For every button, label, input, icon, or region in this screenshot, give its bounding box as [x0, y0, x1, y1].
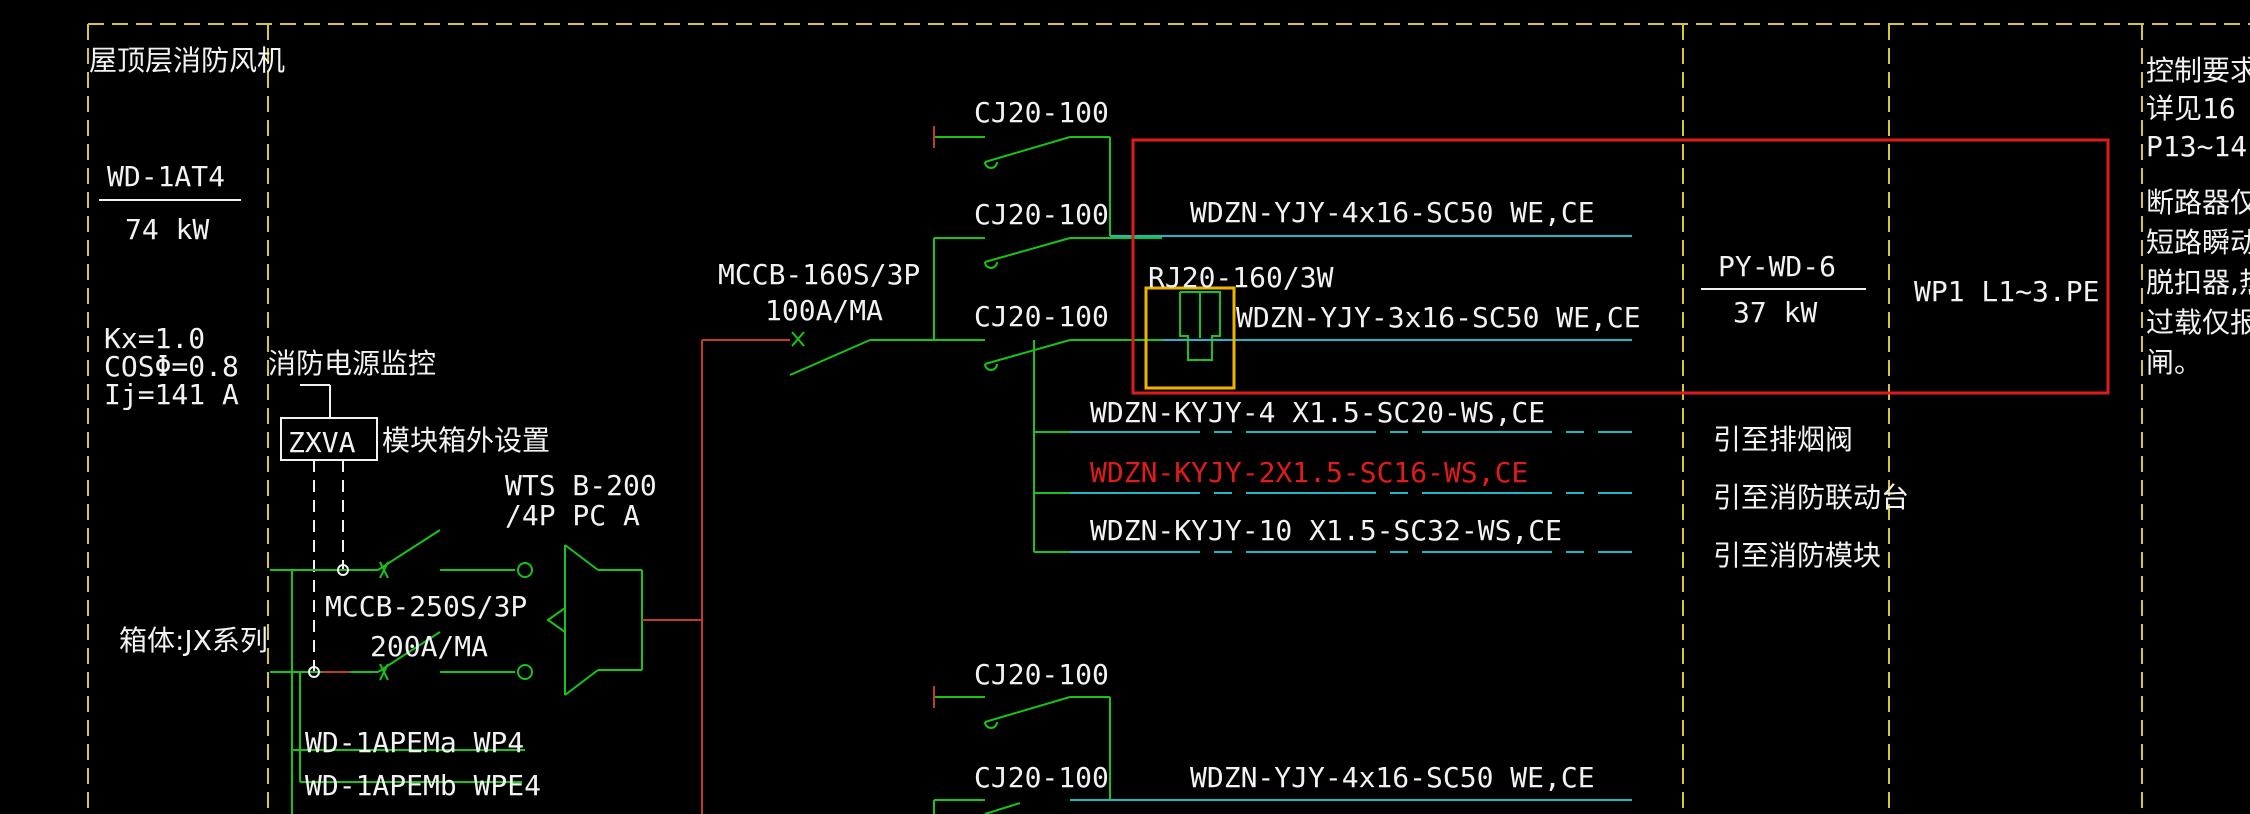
yellow-highlight-box[interactable]: [1144, 286, 1236, 390]
cabinet-label: 箱体:JX系列: [119, 624, 268, 657]
ats-line2: /4P PC A: [505, 499, 640, 532]
c2-blade: [984, 237, 1071, 263]
cable-label-1: WDZN-YJY-4x16-SC50 WE,CE: [1190, 196, 1595, 229]
zxva-module: ZXVA: [288, 426, 356, 459]
notes-heading: 控制要求:: [2146, 54, 2250, 87]
ats-arrow: [546, 606, 566, 634]
cable-label-3: WDZN-KYJY-4 X1.5-SC20-WS,CE: [1090, 396, 1545, 429]
main-bus: [642, 339, 790, 814]
contactor-label-2: CJ20-100: [974, 198, 1109, 231]
frame-lines: [87, 23, 2250, 814]
notes-line-2: 短路瞬动保护: [2146, 226, 2250, 259]
contactor-label-3: CJ20-100: [974, 300, 1109, 333]
notes-line-3: 脱扣器,热继: [2146, 266, 2250, 299]
contactor-label-5: CJ20-100: [974, 761, 1109, 794]
c1-blade: [984, 136, 1071, 163]
relay-body: [1179, 291, 1221, 361]
param-ij: Ij=141 A: [104, 378, 239, 411]
header-circuit-code: WD-1AT4: [107, 160, 225, 193]
ats-arm-top: [564, 544, 599, 571]
branch-wiring: [789, 126, 1162, 814]
c2-coil: [984, 261, 998, 269]
notes-ref2: P13~14: [2146, 130, 2247, 163]
ats-line1: WTS B-200: [505, 469, 657, 502]
load-power: 37 kW: [1733, 296, 1817, 329]
module-note: 模块箱外设置: [382, 424, 550, 457]
c4-coil: [984, 721, 998, 729]
ats-arm-bottom: [564, 669, 599, 696]
monitor-dashed-links: [313, 460, 344, 672]
switch-a-terminal: [517, 562, 533, 578]
cable-lines: [1070, 235, 1632, 801]
relay-symbol: [1179, 291, 1221, 361]
notes-line-4: 过载仅报警不: [2146, 306, 2250, 339]
header-title: 屋顶层消防风机: [89, 44, 285, 77]
c4-blade: [984, 696, 1071, 723]
red-highlight-box[interactable]: [1131, 138, 2110, 395]
notes-line-1: 断路器仅采用: [2146, 186, 2250, 219]
incoming-line2: WD-1APEMb WPE4: [305, 769, 541, 802]
switch-b-terminal: [517, 664, 533, 680]
c1-coil: [984, 161, 998, 169]
cable-label-6: WDZN-YJY-4x16-SC50 WE,CE: [1190, 761, 1595, 794]
branch-breaker-x2: [791, 331, 805, 347]
load-code: PY-WD-6: [1718, 250, 1836, 283]
cable-label-4: WDZN-KYJY-2X1.5-SC16-WS,CE: [1090, 456, 1528, 489]
contactor-label-1: CJ20-100: [974, 96, 1109, 129]
c3-blade: [984, 339, 1071, 365]
contactor-label-4: CJ20-100: [974, 658, 1109, 691]
destination-2: 引至消防联动台: [1713, 481, 1909, 514]
monitor-label: 消防电源监控: [268, 347, 436, 380]
monitor-node-b: [308, 666, 320, 678]
cable-label-5: WDZN-KYJY-10 X1.5-SC32-WS,CE: [1090, 514, 1562, 547]
branch-breaker-line1: MCCB-160S/3P: [718, 258, 920, 291]
cable-label-2: WDZN-YJY-3x16-SC50 WE,CE: [1236, 301, 1641, 334]
param-cos: COSΦ=0.8: [104, 350, 239, 383]
relay-label: RJ20-160/3W: [1148, 261, 1334, 294]
notes-line-5: 闸。: [2146, 346, 2202, 379]
c3-coil: [984, 363, 998, 371]
destination-3: 引至消防模块: [1713, 539, 1881, 572]
branch-breaker-blade: [789, 339, 871, 376]
main-breaker-line2: 200A/MA: [370, 630, 488, 663]
x-mark-a2: [379, 561, 389, 579]
phase-label: WP1 L1~3.PE: [1914, 275, 2099, 308]
control-cable-lines: [1070, 431, 1632, 553]
main-breaker-line1: MCCB-250S/3P: [325, 590, 527, 623]
incoming-wiring: [270, 529, 643, 814]
header-power: 74 kW: [125, 213, 209, 246]
branch-breaker-line2: 100A/MA: [765, 294, 883, 327]
x-mark-b2: [379, 663, 389, 681]
notes-ref1: 详见16 D30: [2146, 92, 2250, 125]
c5-blade: [984, 802, 1021, 814]
incoming-line1: WD-1APEMa WP4: [305, 726, 524, 759]
monitor-node-a: [337, 564, 349, 576]
param-kx: Kx=1.0: [104, 322, 205, 355]
destination-1: 引至排烟阀: [1713, 423, 1853, 456]
zxva-box: [280, 417, 378, 461]
